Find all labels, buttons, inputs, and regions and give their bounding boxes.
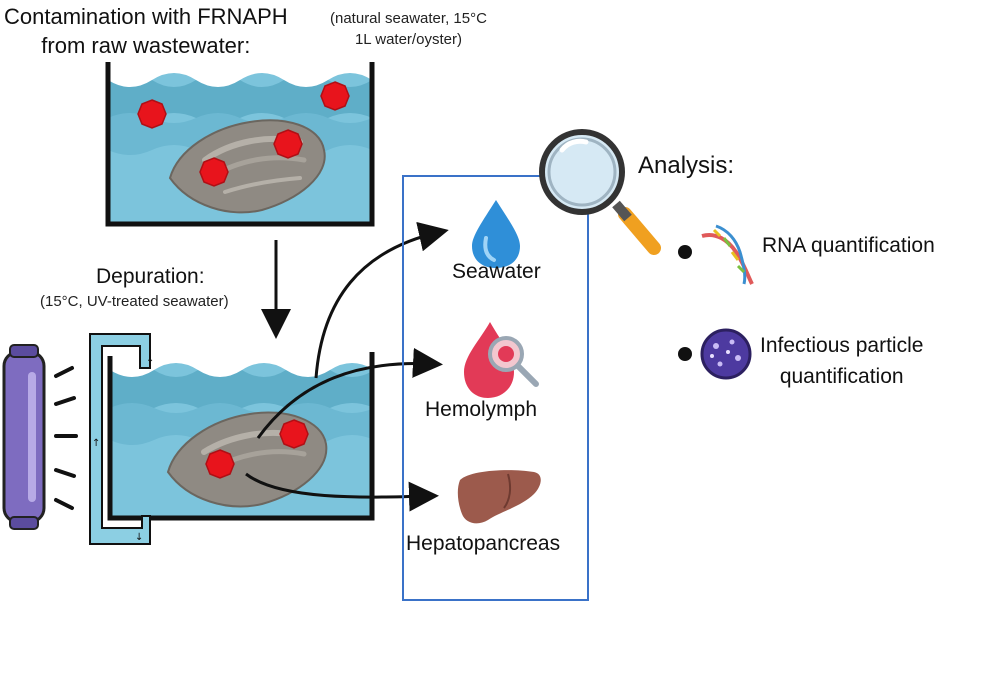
hepatopancreas-label: Hepatopancreas <box>406 532 561 555</box>
virus-particles <box>205 419 309 479</box>
arrow-to-hemolymph <box>256 347 443 439</box>
depuration-title: Depuration: <box>96 265 205 288</box>
petri-dish-icon <box>700 328 752 380</box>
droplet-icon <box>472 200 520 268</box>
svg-text:↓: ↓ <box>146 354 154 365</box>
depuration-tank: ↓ ↑ ↓ <box>89 333 375 545</box>
bullet-icon <box>678 245 692 259</box>
virus-icon <box>199 157 229 187</box>
analysis-title: Analysis: <box>638 152 735 179</box>
uv-lamp-icon <box>2 344 78 530</box>
virus-icon <box>205 449 235 479</box>
depuration-conditions: (15°C, UV-treated seawater) <box>40 293 229 310</box>
contamination-conditions: (natural seawater, 15°C 1L water/oyster) <box>330 8 487 50</box>
samples-box <box>402 175 589 601</box>
svg-text:↑: ↑ <box>92 438 100 449</box>
contamination-tank <box>105 62 375 227</box>
virus-icon <box>273 129 303 159</box>
hemolymph-label: Hemolymph <box>425 398 538 421</box>
arrow-to-seawater <box>314 221 449 379</box>
virus-particles <box>137 81 350 187</box>
contamination-title-line2: from raw wastewater: <box>41 33 251 58</box>
infectious-particle-line2: quantification <box>779 365 904 388</box>
svg-text:↓: ↓ <box>135 532 143 543</box>
rna-icon <box>701 224 754 285</box>
contamination-title: Contamination with FRNAPH from raw waste… <box>4 2 288 60</box>
contamination-title-line1: Contamination with FRNAPH <box>4 4 288 29</box>
contamination-conditions-line2: 1L water/oyster) <box>354 31 462 48</box>
magnifier-icon <box>539 129 661 255</box>
hemolymph-icon <box>464 322 539 398</box>
infectious-particle-label: Infectious particle quantification <box>760 330 923 392</box>
virus-icon <box>279 419 309 449</box>
liver-icon <box>457 470 541 524</box>
seawater-label: Seawater <box>452 260 541 283</box>
contamination-conditions-line1: (natural seawater, 15°C <box>330 10 487 27</box>
bullet-icon <box>678 347 692 361</box>
virus-icon <box>320 81 350 111</box>
arrow-to-hepatopancreas <box>245 472 439 512</box>
virus-icon <box>137 99 167 129</box>
infectious-particle-line1: Infectious particle <box>760 334 924 357</box>
rna-quantification-label: RNA quantification <box>762 234 935 257</box>
